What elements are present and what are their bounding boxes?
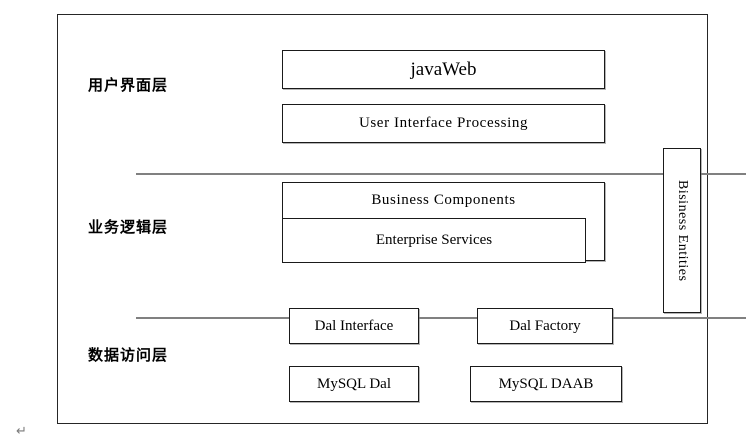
component-mysql-daab: MySQL DAAB bbox=[470, 366, 622, 402]
component-dal-factory: Dal Factory bbox=[477, 308, 613, 344]
tier-label-presentation: 用户界面层 bbox=[88, 76, 169, 94]
tier-label-business-logic: 业务逻辑层 bbox=[88, 218, 169, 236]
component-enterprise-services: Enterprise Services bbox=[282, 218, 586, 263]
divider-presentation-business bbox=[136, 173, 746, 175]
component-dal-interface: Dal Interface bbox=[289, 308, 419, 344]
component-javaweb: javaWeb bbox=[282, 50, 605, 89]
tier-label-data-access: 数据访问层 bbox=[88, 346, 169, 364]
component-business-components: Business Components Enterprise Services bbox=[282, 182, 605, 263]
business-entities-label: Bisiness Entities bbox=[675, 179, 690, 282]
component-mysql-dal: MySQL Dal bbox=[289, 366, 419, 402]
divider-business-data bbox=[136, 317, 746, 319]
component-user-interface-processing: User Interface Processing bbox=[282, 104, 605, 143]
business-components-caption: Business Components bbox=[371, 192, 516, 208]
paragraph-mark: ↵ bbox=[16, 424, 27, 439]
component-business-entities: Bisiness Entities bbox=[663, 148, 701, 313]
